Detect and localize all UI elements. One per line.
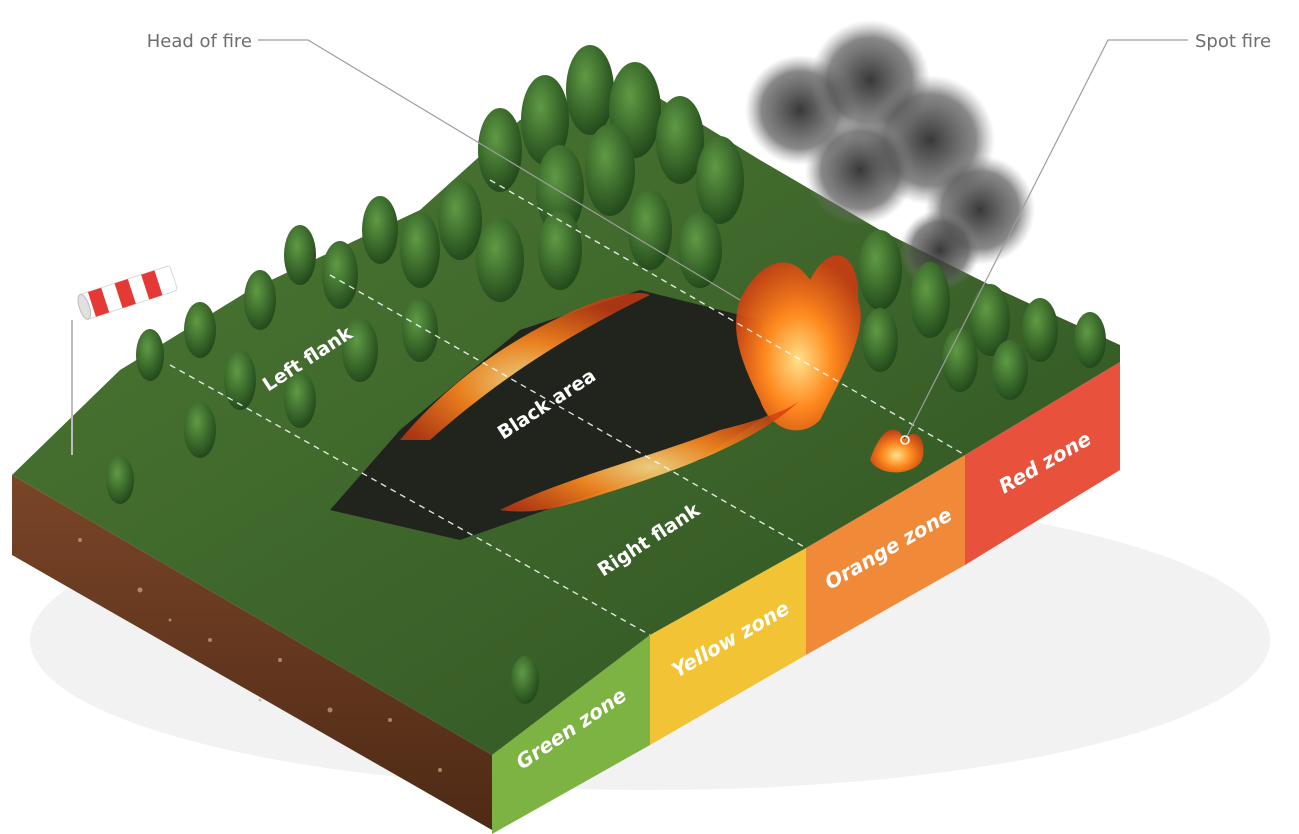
flame-right-edge bbox=[500, 400, 800, 512]
dashed-line-head bbox=[489, 179, 966, 456]
red-zone-strip bbox=[965, 362, 1120, 565]
spot-fire-label: Spot fire bbox=[1195, 31, 1271, 52]
smoke-cloud bbox=[745, 20, 1035, 290]
spot-fire-marker bbox=[900, 435, 910, 445]
green-zone-strip bbox=[492, 635, 650, 834]
yellow-zone-strip bbox=[650, 548, 806, 745]
burnt-black-area bbox=[330, 290, 790, 540]
spot-fire-leader bbox=[904, 39, 1188, 441]
fire-flames bbox=[400, 255, 924, 512]
flame-head bbox=[736, 255, 861, 431]
soil-specks bbox=[78, 538, 442, 772]
windsock bbox=[71, 265, 178, 455]
head-of-fire-label: Head of fire bbox=[147, 31, 252, 52]
forest-trees bbox=[106, 45, 1106, 704]
dashed-line-center bbox=[329, 274, 807, 549]
head-of-fire-leader bbox=[258, 39, 741, 301]
soil-face bbox=[12, 475, 492, 830]
zone-boundary-lines bbox=[169, 179, 966, 636]
flame-spot bbox=[870, 429, 924, 473]
orange-zone-strip bbox=[806, 455, 965, 655]
dashed-line-left-flank bbox=[169, 364, 651, 636]
flame-left-edge bbox=[400, 292, 650, 440]
zone-strips bbox=[492, 362, 1120, 834]
